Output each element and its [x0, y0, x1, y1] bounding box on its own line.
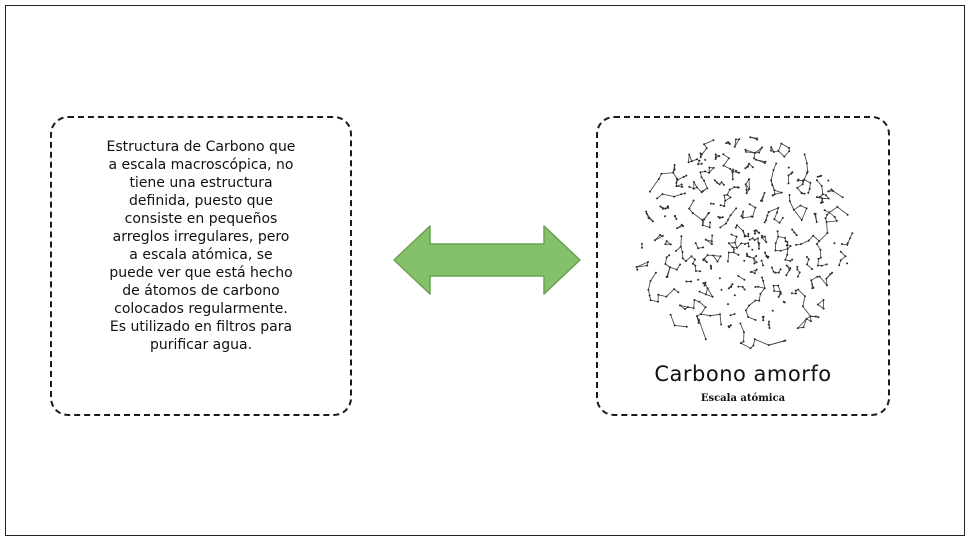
double-headed-arrow-icon — [393, 225, 581, 295]
description-text: Estructura de Carbono que a escala macro… — [66, 138, 336, 354]
description-line: a escala macroscópica, no — [108, 157, 294, 173]
slide: Estructura de Carbono que a escala macro… — [5, 5, 965, 536]
description-line: tiene una estructura — [129, 175, 273, 191]
description-card: Estructura de Carbono que a escala macro… — [50, 116, 352, 416]
description-line: colocados regularmente. — [114, 301, 288, 317]
description-line: consiste en pequeños — [124, 211, 278, 227]
description-line: a escala atómica, se — [129, 247, 273, 263]
description-line: Estructura de Carbono que — [106, 139, 296, 155]
card-title: Carbono amorfo — [654, 362, 832, 386]
description-line: definida, puesto que — [129, 193, 273, 209]
card-subtitle: Escala atómica — [700, 393, 786, 404]
description-line: puede ver que está hecho — [109, 265, 293, 281]
description-line: de átomos de carbono — [122, 283, 280, 299]
amorphous-carbon-card: Carbono amorfo Escala atómica — [596, 116, 890, 416]
description-line: purificar agua. — [149, 337, 253, 353]
description-line: Es utilizado en filtros para — [109, 319, 293, 335]
description-line: arreglos irregulares, pero — [112, 229, 290, 245]
amorphous-carbon-network-icon — [635, 136, 854, 350]
